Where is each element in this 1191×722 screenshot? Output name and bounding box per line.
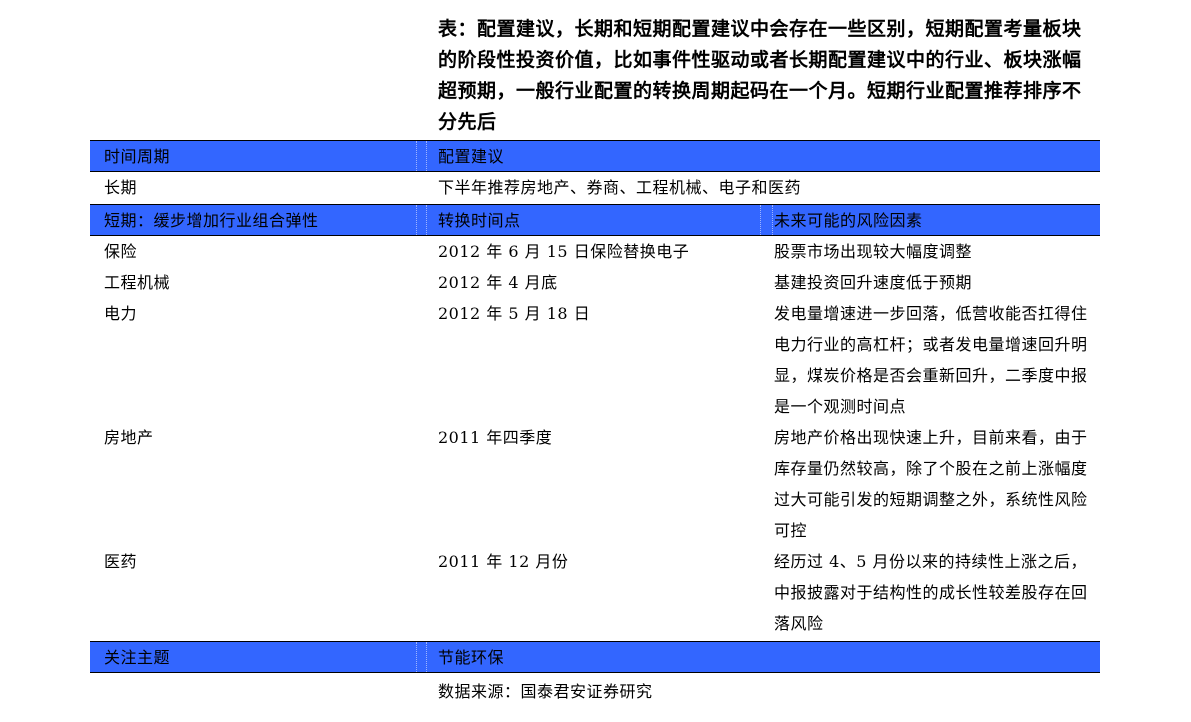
header-row-short-term: 短期：缓步增加行业组合弹性 转换时间点 未来可能的风险因素: [90, 204, 1100, 236]
column-separator: [426, 205, 427, 235]
column-separator: [416, 642, 417, 672]
row-industry: 医药: [104, 552, 138, 571]
header-risk: 未来可能的风险因素: [774, 211, 923, 230]
long-term-value: 下半年推荐房地产、券商、工程机械、电子和医药: [438, 178, 802, 197]
row-industry: 电力: [104, 304, 138, 323]
row-risk: 经历过 4、5 月份以来的持续性上涨之后，中报披露对于结构性的成长性较差股存在回…: [774, 552, 1088, 633]
column-separator: [416, 205, 417, 235]
row-industry: 工程机械: [104, 273, 171, 292]
table-title: 表：配置建议，长期和短期配置建议中会存在一些区别，短期配置考量板块的阶段性投资价…: [438, 18, 1082, 133]
long-term-row: 长期 下半年推荐房地产、券商、工程机械、电子和医药: [90, 172, 1100, 204]
header-short-term: 短期：缓步增加行业组合弹性: [104, 211, 319, 230]
focus-label: 关注主题: [104, 648, 171, 667]
data-source: 数据来源：国泰君安证券研究: [438, 682, 653, 701]
header-period: 时间周期: [104, 147, 171, 166]
header-row-period: 时间周期 配置建议: [90, 140, 1100, 172]
short-term-rows: 保险 2012 年 6 月 15 日保险替换电子 股票市场出现较大幅度调整 工程…: [90, 236, 1100, 641]
row-risk: 股票市场出现较大幅度调整: [774, 242, 973, 261]
row-industry: 保险: [104, 242, 138, 261]
column-separator: [416, 141, 417, 171]
column-separator: [772, 205, 773, 235]
column-separator: [426, 141, 427, 171]
row-time: 2011 年四季度: [438, 428, 553, 447]
header-switch-time: 转换时间点: [438, 211, 521, 230]
row-time: 2011 年 12 月份: [438, 552, 569, 571]
focus-value: 节能环保: [438, 648, 505, 667]
header-suggestion: 配置建议: [438, 147, 505, 166]
row-risk: 基建投资回升速度低于预期: [774, 273, 973, 292]
row-time: 2012 年 6 月 15 日保险替换电子: [438, 242, 690, 261]
focus-row: 关注主题 节能环保: [90, 641, 1100, 673]
column-separator: [760, 205, 761, 235]
column-separator: [426, 642, 427, 672]
row-risk: 房地产价格出现快速上升，目前来看，由于库存量仍然较高，除了个股在之前上涨幅度过大…: [774, 428, 1088, 540]
long-term-label: 长期: [104, 178, 138, 197]
row-risk: 发电量增速进一步回落，低营收能否扛得住电力行业的高杠杆；或者发电量增速回升明显，…: [774, 304, 1088, 416]
row-time: 2012 年 4 月底: [438, 273, 558, 292]
row-industry: 房地产: [104, 428, 154, 447]
allocation-table: 时间周期 配置建议 长期 下半年推荐房地产、券商、工程机械、电子和医药 短期：缓…: [90, 140, 1100, 673]
row-time: 2012 年 5 月 18 日: [438, 304, 591, 323]
